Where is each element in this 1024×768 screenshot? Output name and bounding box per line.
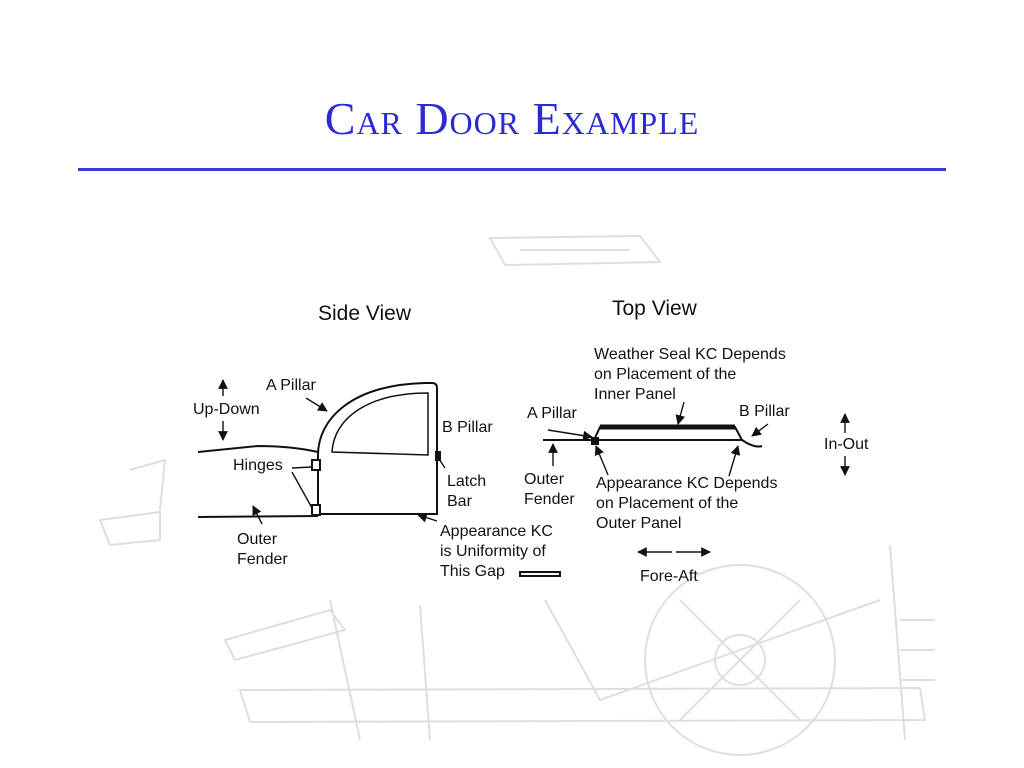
gap-symbol [519, 571, 561, 577]
up-down-label: Up-Down [193, 401, 260, 418]
side-b-pillar-label: B Pillar [442, 419, 493, 436]
side-outer-fender-line-1: Outer [237, 531, 278, 548]
hood-line [197, 444, 319, 453]
top-a-pillar-label: A Pillar [527, 405, 577, 422]
side-outer-fender-line-2: Fender [237, 551, 288, 568]
weather-seal-line-3: Inner Panel [594, 386, 676, 403]
upper-hinge [311, 459, 321, 471]
top-view-heading: Top View [612, 297, 697, 320]
side-a-pillar-label: A Pillar [266, 377, 316, 394]
fore-aft-label: Fore-Aft [640, 568, 698, 585]
side-view-door-outline [317, 382, 438, 515]
weather-seal-note: Weather Seal KC Depends on Placement of … [594, 345, 786, 405]
latch-bar-line-1: Latch [447, 473, 487, 490]
side-outer-fender-label: Outer Fender [237, 530, 288, 570]
outer-fender-mark [591, 437, 599, 445]
latch-bar-label: Latch Bar [447, 472, 486, 512]
weather-seal-line-2: on Placement of the [594, 366, 737, 383]
side-appearance-line-1: Appearance KC [440, 523, 553, 540]
latch [435, 451, 441, 461]
in-out-label: In-Out [824, 436, 869, 453]
latch-bar-line-2: Bar [447, 493, 472, 510]
top-b-pillar-label: B Pillar [739, 403, 790, 420]
top-outer-fender-line-2: Fender [524, 491, 575, 508]
hinges-label: Hinges [233, 457, 283, 474]
side-view-heading: Side View [318, 302, 412, 325]
top-appearance-line-2: on Placement of the [596, 495, 739, 512]
top-appearance-note: Appearance KC Depends on Placement of th… [596, 474, 777, 534]
side-appearance-line-2: is Uniformity of [440, 543, 546, 560]
side-appearance-line-3: This Gap [440, 563, 505, 580]
top-appearance-line-3: Outer Panel [596, 515, 682, 532]
weather-seal-line-1: Weather Seal KC Depends [594, 346, 786, 363]
side-appearance-note: Appearance KC is Uniformity of This Gap [440, 522, 553, 582]
lower-hinge [311, 504, 321, 516]
top-outer-fender-line-1: Outer [524, 471, 565, 488]
top-appearance-line-1: Appearance KC Depends [596, 475, 778, 492]
title-underline [78, 168, 946, 171]
slide-title: Car Door Example [324, 93, 700, 144]
top-outer-fender-label: Outer Fender [524, 470, 575, 510]
